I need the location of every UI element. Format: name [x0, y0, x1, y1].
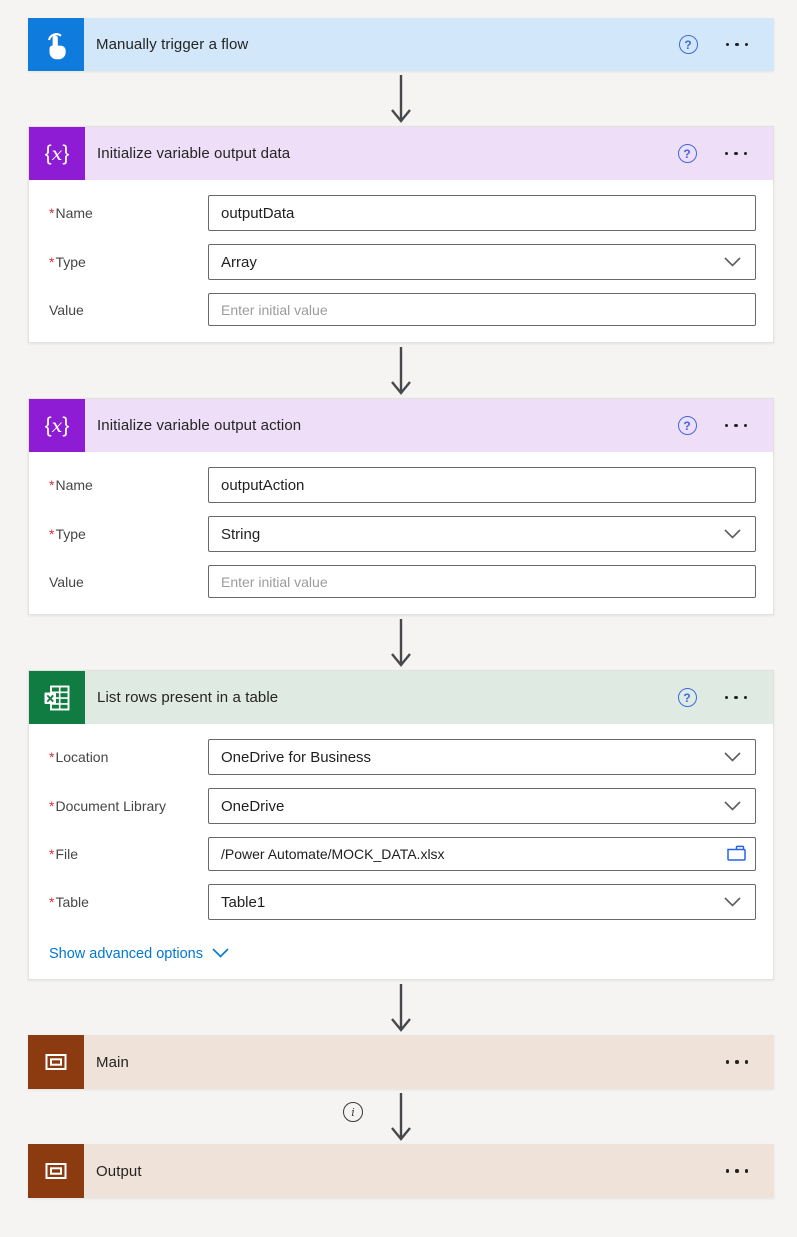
action-card-title: List rows present in a table — [97, 689, 279, 706]
flow-connector — [28, 343, 774, 398]
action-card-header[interactable]: List rows present in a table ? — [29, 671, 773, 724]
down-arrow-icon — [390, 1092, 412, 1140]
required-marker: * — [49, 749, 55, 765]
touch-icon — [28, 18, 84, 71]
down-arrow-icon — [390, 618, 412, 666]
file-path-input[interactable] — [209, 838, 720, 870]
scope-card-title: Output — [96, 1162, 142, 1180]
ellipsis-menu-icon[interactable] — [725, 1053, 748, 1072]
action-card-title: Initialize variable output action — [97, 417, 302, 434]
field-row-location: *Location OneDrive for Business — [49, 739, 756, 775]
flow-connector — [28, 615, 774, 670]
type-dropdown[interactable]: Array — [208, 244, 756, 280]
name-input[interactable] — [209, 468, 755, 502]
field-row-document-library: *Document Library OneDrive — [49, 788, 756, 824]
chevron-down-icon — [724, 752, 755, 762]
value-input[interactable] — [209, 294, 755, 325]
field-label: *Document Library — [49, 798, 166, 814]
location-dropdown[interactable]: OneDrive for Business — [208, 739, 756, 775]
action-card-initialize-variable-output-data: {x} Initialize variable output data ? *N… — [28, 126, 774, 343]
required-marker: * — [49, 894, 55, 910]
flow-designer-canvas: Manually trigger a flow ? {x} Initialize… — [28, 18, 774, 1198]
field-row-value: Value — [49, 293, 756, 326]
flow-connector: i — [28, 1089, 774, 1144]
action-card-title: Initialize variable output data — [97, 145, 291, 162]
flow-connector — [28, 980, 774, 1035]
scope-icon — [28, 1035, 84, 1089]
fx-variable-icon: {x} — [29, 127, 85, 180]
trigger-card-title: Manually trigger a flow — [96, 36, 249, 53]
down-arrow-icon — [390, 74, 412, 122]
name-input[interactable] — [209, 196, 755, 230]
field-row-name: *Name — [49, 467, 756, 503]
required-marker: * — [49, 205, 55, 221]
show-advanced-options-link[interactable]: Show advanced options — [49, 946, 229, 962]
type-dropdown[interactable]: String — [208, 516, 756, 552]
field-label: Value — [49, 573, 84, 590]
field-row-name: *Name — [49, 195, 756, 231]
field-row-type: *Type String — [49, 516, 756, 552]
ellipsis-menu-icon[interactable] — [724, 416, 747, 435]
down-arrow-icon — [390, 346, 412, 394]
scope-card-main: Main — [28, 1035, 774, 1089]
chevron-down-icon — [724, 257, 755, 267]
field-row-value: Value — [49, 565, 756, 598]
field-label: *File — [49, 846, 79, 862]
ellipsis-menu-icon[interactable] — [725, 1162, 748, 1181]
help-icon[interactable]: ? — [677, 688, 697, 707]
browse-files-button[interactable] — [720, 844, 755, 865]
field-label: *Table — [49, 894, 89, 910]
help-icon[interactable]: ? — [677, 144, 697, 163]
fx-variable-icon: {x} — [29, 399, 85, 452]
chevron-down-icon — [724, 801, 755, 811]
trigger-card-header[interactable]: Manually trigger a flow ? — [28, 18, 774, 71]
action-card-header[interactable]: {x} Initialize variable output data ? — [29, 127, 773, 180]
ellipsis-menu-icon[interactable] — [724, 144, 747, 163]
required-marker: * — [49, 254, 55, 270]
required-marker: * — [49, 846, 55, 862]
scope-card-output: Output — [28, 1144, 774, 1198]
field-label: *Type — [49, 526, 86, 542]
field-label: *Name — [49, 205, 93, 221]
ellipsis-menu-icon[interactable] — [725, 35, 748, 54]
action-card-initialize-variable-output-action: {x} Initialize variable output action ? … — [28, 398, 774, 615]
field-row-type: *Type Array — [49, 244, 756, 280]
scope-card-header[interactable]: Output — [28, 1144, 774, 1198]
folder-icon — [726, 844, 746, 865]
excel-table-icon — [29, 671, 85, 724]
value-input[interactable] — [209, 566, 755, 597]
chevron-down-icon — [724, 529, 755, 539]
field-row-table: *Table Table1 — [49, 884, 756, 920]
document-library-dropdown[interactable]: OneDrive — [208, 788, 756, 824]
field-row-file: *File — [49, 837, 756, 871]
flow-connector — [28, 71, 774, 126]
field-label: *Location — [49, 749, 109, 765]
field-label: *Name — [49, 477, 93, 493]
required-marker: * — [49, 798, 55, 814]
required-marker: * — [49, 477, 55, 493]
scope-card-header[interactable]: Main — [28, 1035, 774, 1089]
chevron-down-icon — [212, 946, 229, 962]
field-label: Value — [49, 301, 84, 318]
required-marker: * — [49, 526, 55, 542]
action-card-list-rows-in-table: List rows present in a table ? *Location… — [28, 670, 774, 980]
action-card-header[interactable]: {x} Initialize variable output action ? — [29, 399, 773, 452]
info-icon[interactable]: i — [343, 1102, 363, 1122]
chevron-down-icon — [724, 897, 755, 907]
trigger-card-manually-trigger-flow: Manually trigger a flow ? — [28, 18, 774, 71]
field-label: *Type — [49, 254, 86, 270]
down-arrow-icon — [390, 983, 412, 1031]
scope-icon — [28, 1144, 84, 1198]
help-icon[interactable]: ? — [678, 35, 698, 54]
help-icon[interactable]: ? — [677, 416, 697, 435]
scope-card-title: Main — [96, 1053, 129, 1071]
ellipsis-menu-icon[interactable] — [724, 688, 747, 707]
table-dropdown[interactable]: Table1 — [208, 884, 756, 920]
